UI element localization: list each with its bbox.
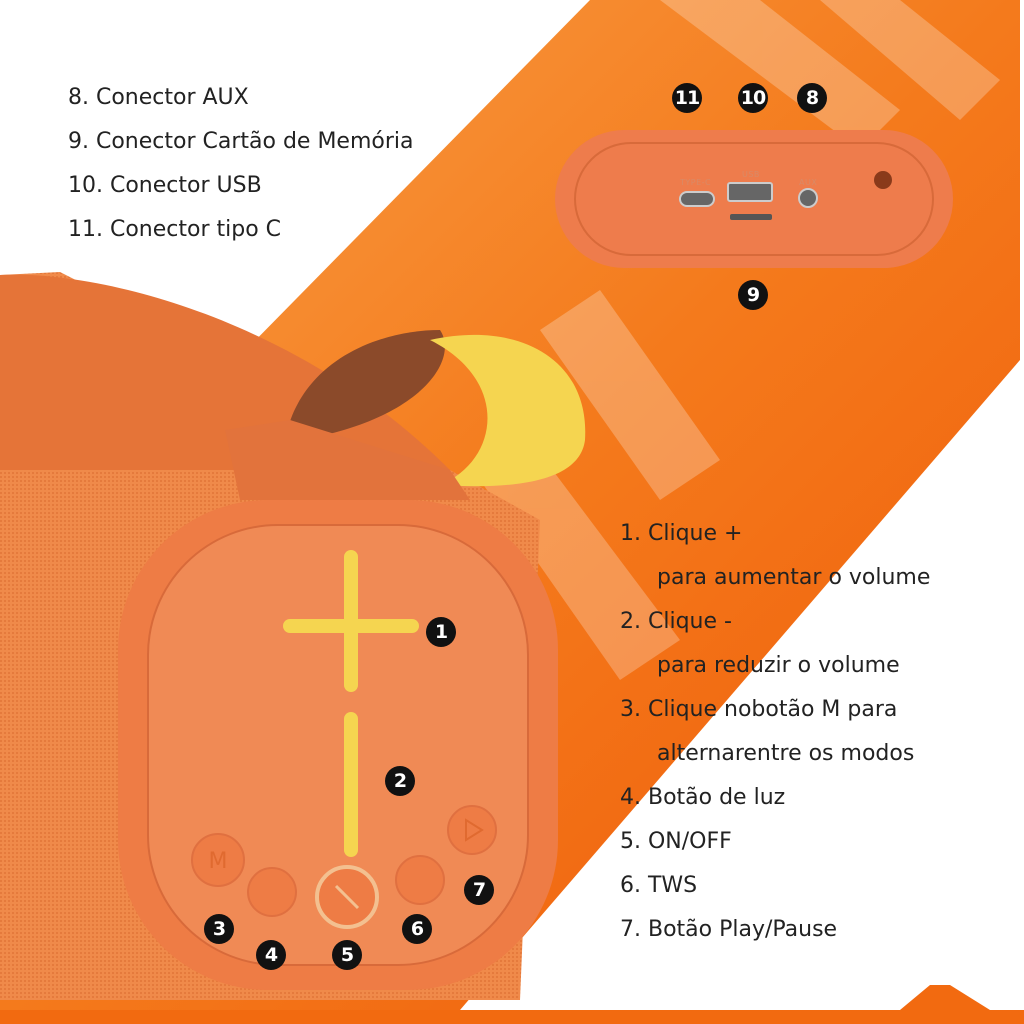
- legend-item: 7. Botão Play/Pause: [620, 917, 838, 942]
- legend-item-detail: para aumentar o volume: [657, 565, 931, 590]
- badge-10: 10: [738, 83, 768, 113]
- badge-6: 6: [402, 914, 432, 944]
- usb-label: USB: [742, 170, 760, 179]
- strap: [285, 330, 445, 440]
- badge-7: 7: [464, 875, 494, 905]
- badge-2: 2: [385, 766, 415, 796]
- type-c-port: [679, 191, 715, 207]
- legend-item: 8. Conector AUX: [68, 85, 249, 110]
- legend-item: 10. Conector USB: [68, 173, 262, 198]
- legend-item: 2. Clique -: [620, 609, 732, 634]
- legend-item: 4. Botão de luz: [620, 785, 786, 810]
- volume-down-button: [344, 712, 358, 857]
- type-c-label: TYPE-C: [680, 178, 712, 187]
- badge-8: 8: [797, 83, 827, 113]
- legend-item: 11. Conector tipo C: [68, 217, 282, 242]
- legend-item: 3. Clique nobotão M para: [620, 697, 898, 722]
- aux-label: AUX: [799, 178, 818, 187]
- badge-3: 3: [204, 914, 234, 944]
- legend-item: 9. Conector Cartão de Memória: [68, 129, 414, 154]
- memory-card-slot: [730, 214, 772, 220]
- port-legend: 8. Conector AUX 9. Conector Cartão de Me…: [68, 76, 414, 252]
- backdrop-stripes: [480, 0, 1000, 680]
- legend-item: 6. TWS: [620, 873, 698, 898]
- bottom-bar: [0, 1010, 1024, 1024]
- aux-port: [798, 188, 818, 208]
- badge-1: 1: [426, 617, 456, 647]
- badge-11: 11: [672, 83, 702, 113]
- badge-4: 4: [256, 940, 286, 970]
- badge-9: 9: [738, 280, 768, 310]
- light-button: [247, 867, 297, 917]
- legend-item: 5. ON/OFF: [620, 829, 732, 854]
- svg-text:M: M: [209, 849, 228, 874]
- legend-item: 1. Clique +: [620, 521, 743, 546]
- usb-port: [727, 182, 773, 202]
- badge-5: 5: [332, 940, 362, 970]
- mic-hole: [874, 171, 892, 189]
- legend-item-detail: alternarentre os modos: [657, 741, 915, 766]
- play-pause-button: [447, 805, 497, 855]
- strap-grip: [430, 334, 586, 487]
- tws-button: [395, 855, 445, 905]
- mode-button: [191, 833, 245, 887]
- button-legend: 1. Clique + para aumentar o volume 2. Cl…: [620, 512, 930, 952]
- legend-item-detail: para reduzir o volume: [657, 653, 900, 678]
